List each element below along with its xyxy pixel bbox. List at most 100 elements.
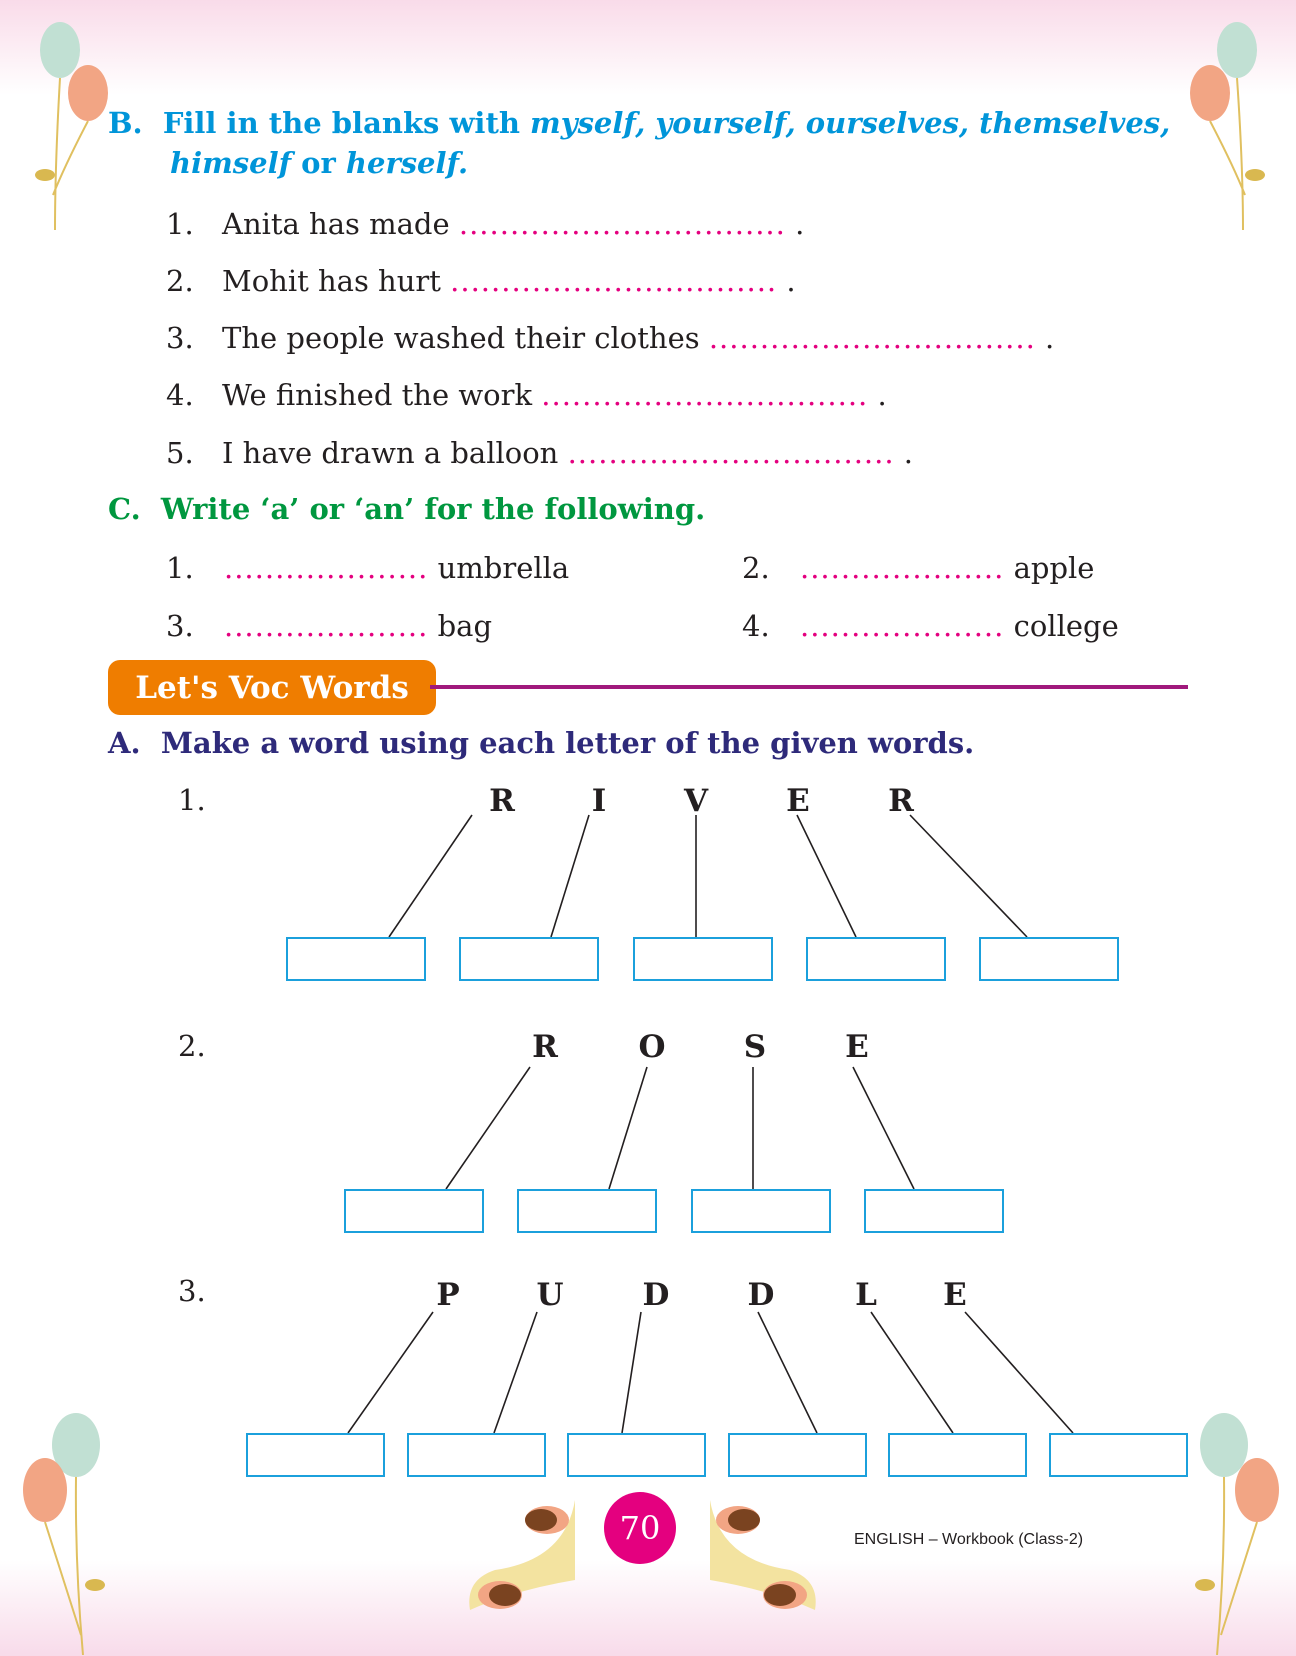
fill-blank-item: Anita has made .........................… xyxy=(222,207,804,241)
bird-ribbon-left-icon xyxy=(469,1500,575,1610)
section-a-instruction: Make a word using each letter of the giv… xyxy=(160,726,975,760)
section-a-label: A. xyxy=(108,726,141,760)
balloon-decoration-bottom-right-icon xyxy=(1195,1413,1279,1655)
connector-line xyxy=(621,1311,642,1434)
page-number: 70 xyxy=(604,1492,676,1564)
section-b-heading: B. Fill in the blanks with myself, yours… xyxy=(108,106,1170,140)
blank-dots: .................... xyxy=(800,551,1005,585)
word-number: 2. xyxy=(178,1029,206,1063)
answer-box[interactable] xyxy=(864,1189,1004,1233)
word-letter: O xyxy=(638,1029,666,1065)
connector-line xyxy=(445,1066,531,1190)
connector-line xyxy=(909,814,1028,938)
section-b-label: B. xyxy=(108,106,143,140)
answer-box[interactable] xyxy=(286,937,426,981)
item-word: umbrella xyxy=(437,551,570,585)
word-number: 3. xyxy=(178,1274,206,1308)
item-number: 1. xyxy=(166,551,194,585)
word-letter: U xyxy=(536,1277,564,1313)
item-number: 3. xyxy=(166,609,194,643)
blank-dots: ................................ xyxy=(450,264,778,298)
blank-dots: ................................ xyxy=(708,321,1036,355)
section-c-instruction: Write ‘a’ or ‘an’ for the following. xyxy=(160,492,706,526)
connector-line xyxy=(608,1066,648,1190)
connector-line xyxy=(852,1066,915,1190)
section-b-heading-line2: himself or herself. xyxy=(170,146,468,180)
item-number: 1. xyxy=(166,207,194,241)
item-text: The people washed their clothes xyxy=(222,321,700,355)
fill-blank-item: We finished the work ...................… xyxy=(222,378,887,412)
section-a-heading: A. Make a word using each letter of the … xyxy=(108,726,974,760)
item-number: 5. xyxy=(166,436,194,470)
article-item: .................... bag xyxy=(224,609,492,643)
word-letter: E xyxy=(786,783,810,819)
answer-box[interactable] xyxy=(344,1189,484,1233)
word-letter: E xyxy=(845,1029,869,1065)
word-letter: I xyxy=(591,783,607,819)
blank-dots: .................... xyxy=(224,551,429,585)
answer-box[interactable] xyxy=(459,937,599,981)
item-end: . xyxy=(877,378,887,412)
lets-voc-words-banner: Let's Voc Words xyxy=(108,660,436,715)
item-text: I have drawn a balloon xyxy=(222,436,559,470)
footer-book-title: ENGLISH – Workbook (Class-2) xyxy=(854,1531,1084,1548)
connector-line xyxy=(964,1311,1074,1434)
article-item: .................... umbrella xyxy=(224,551,569,585)
answer-box[interactable] xyxy=(633,937,773,981)
balloon-decoration-top-left-icon xyxy=(35,22,108,231)
connector-line xyxy=(493,1311,538,1434)
item-end: . xyxy=(786,264,796,298)
word-letter: R xyxy=(489,783,515,819)
connector-line xyxy=(347,1311,434,1434)
balloon-decoration-bottom-left-icon xyxy=(23,1413,105,1655)
connector-line xyxy=(388,814,473,938)
section-c-label: C. xyxy=(108,492,141,526)
word-letter: S xyxy=(743,1029,767,1065)
answer-box[interactable] xyxy=(806,937,946,981)
item-number: 4. xyxy=(742,609,770,643)
item-text: We finished the work xyxy=(222,378,533,412)
item-word: apple xyxy=(1013,551,1095,585)
bird-ribbon-right-icon xyxy=(710,1500,816,1610)
answer-box[interactable] xyxy=(979,937,1119,981)
balloon-decoration-top-right-icon xyxy=(1190,22,1265,231)
answer-box[interactable] xyxy=(246,1433,385,1477)
answer-box[interactable] xyxy=(407,1433,546,1477)
word-letter: E xyxy=(943,1277,967,1313)
word-letter: R xyxy=(888,783,914,819)
word-letter: V xyxy=(683,783,709,819)
connector-line xyxy=(757,1311,818,1434)
item-word: bag xyxy=(437,609,493,643)
item-word: college xyxy=(1013,609,1119,643)
answer-box[interactable] xyxy=(567,1433,706,1477)
word-letter: D xyxy=(747,1277,775,1313)
answer-box[interactable] xyxy=(888,1433,1027,1477)
fill-blank-item: Mohit has hurt .........................… xyxy=(222,264,796,298)
item-text: Mohit has hurt xyxy=(222,264,441,298)
item-number: 2. xyxy=(742,551,770,585)
blank-dots: ................................ xyxy=(567,436,895,470)
word-letter: P xyxy=(436,1277,460,1313)
item-number: 2. xyxy=(166,264,194,298)
article-item: .................... apple xyxy=(800,551,1094,585)
blank-dots: ................................ xyxy=(458,207,786,241)
word-letter: L xyxy=(855,1277,877,1313)
answer-box[interactable] xyxy=(1049,1433,1188,1477)
word-letter: R xyxy=(532,1029,558,1065)
connector-line xyxy=(550,814,590,938)
banner-divider xyxy=(430,685,1188,689)
answer-box[interactable] xyxy=(691,1189,831,1233)
word-number: 1. xyxy=(178,783,206,817)
fill-blank-item: The people washed their clothes ........… xyxy=(222,321,1054,355)
section-b-options: myself, yourself, ourselves, themselves, xyxy=(530,106,1171,140)
section-c-heading: C. Write ‘a’ or ‘an’ for the following. xyxy=(108,492,705,526)
connector-line xyxy=(796,814,857,938)
item-number: 3. xyxy=(166,321,194,355)
connector-line xyxy=(870,1311,954,1434)
option-himself: himself xyxy=(170,146,292,180)
answer-box[interactable] xyxy=(728,1433,867,1477)
fill-blank-item: I have drawn a balloon .................… xyxy=(222,436,913,470)
answer-box[interactable] xyxy=(517,1189,657,1233)
article-item: .................... college xyxy=(800,609,1119,643)
